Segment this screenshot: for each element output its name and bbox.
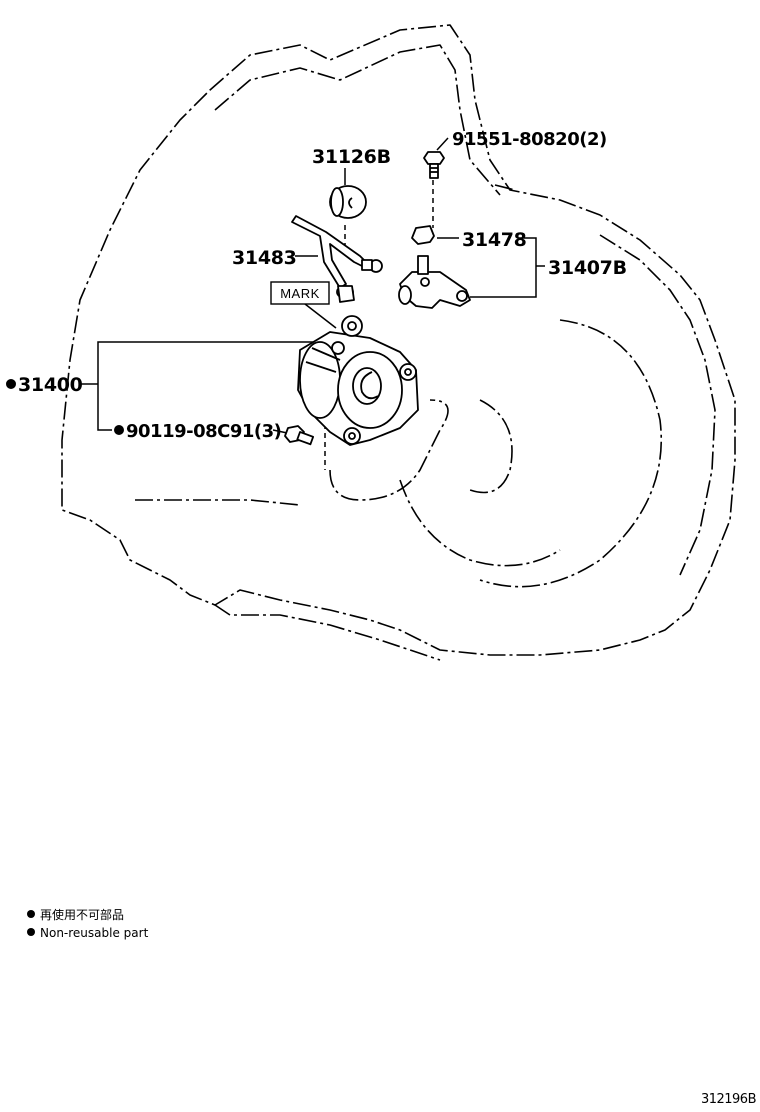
part-label-31407b[interactable]: 31407B: [548, 257, 627, 279]
non-reusable-bullet-icon: [6, 379, 16, 389]
leader-lines: [80, 137, 545, 470]
part-labels: 31126B 91551-80820(2) 31478 31407B 31483…: [6, 129, 627, 442]
mark-label: MARK: [280, 286, 320, 301]
legend-bullet-icon: [27, 910, 35, 918]
bolt-90119-08c91: [284, 425, 315, 446]
legend-japanese: 再使用不可部品: [40, 907, 124, 922]
part-label-31478[interactable]: 31478: [462, 229, 527, 251]
boot-31126b: [329, 185, 367, 219]
release-cylinder-31400: [297, 315, 419, 446]
part-label-31400[interactable]: 31400: [18, 374, 83, 396]
transmission-housing-outline: [61, 24, 736, 661]
legend: 再使用不可部品 Non-reusable part: [27, 907, 149, 940]
clutch-hose-31483: [291, 215, 383, 303]
illustration-code: 312196B: [701, 1092, 756, 1107]
bleeder-plug-31407b: [398, 255, 471, 309]
part-label-90119-08c91[interactable]: 90119-08C91(3): [126, 421, 282, 442]
bolt-91551-80820: [423, 151, 445, 179]
part-label-91551-80820[interactable]: 91551-80820(2): [452, 129, 607, 150]
part-label-31483[interactable]: 31483: [232, 247, 297, 269]
cap-31478: [411, 225, 435, 245]
legend-bullet-icon: [27, 928, 35, 936]
legend-english: Non-reusable part: [40, 926, 149, 940]
part-label-31126b[interactable]: 31126B: [312, 146, 391, 168]
non-reusable-bullet-icon: [114, 425, 124, 435]
mark-callout: MARK: [270, 281, 330, 305]
